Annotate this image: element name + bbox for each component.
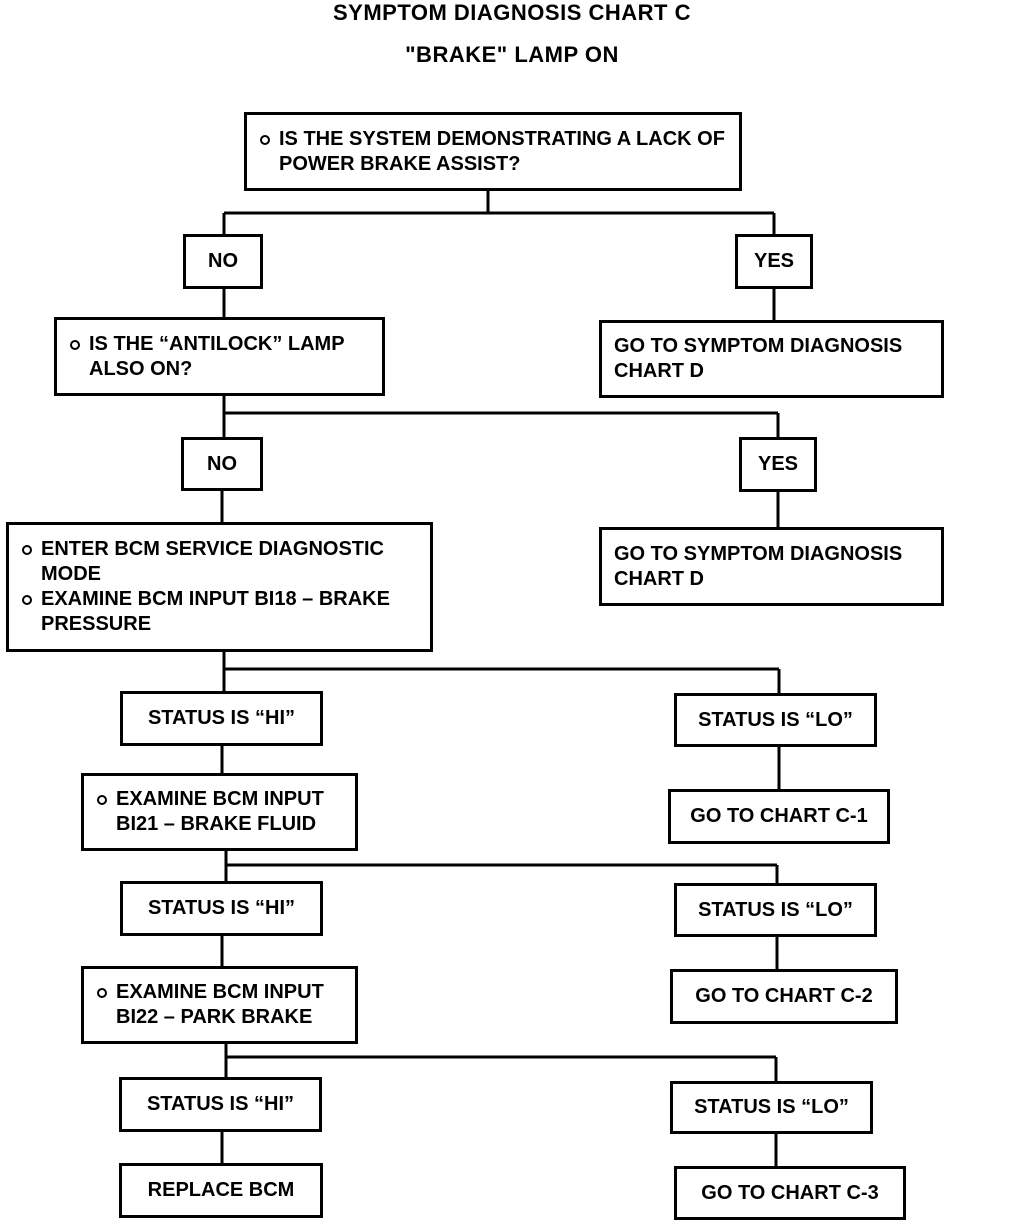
- goto-chart-c2-box: GO TO CHART C-2: [670, 969, 898, 1024]
- answer-yes-2: YES: [739, 437, 817, 492]
- status-hi-text-2: STATUS IS “HI”: [147, 897, 296, 919]
- status-lo-text-1: STATUS IS “LO”: [698, 708, 853, 731]
- status-hi-text-1: STATUS IS “HI”: [147, 707, 296, 729]
- status-lo-box-2: STATUS IS “LO”: [674, 883, 877, 937]
- step-enter-bcm-text: ENTER BCM SERVICE DIAGNOSTIC MODE: [41, 538, 384, 585]
- status-hi-box-1: STATUS IS “HI”: [120, 691, 323, 746]
- goto-chart-c1-box: GO TO CHART C-1: [668, 789, 890, 844]
- goto-chart-d-text-2: GO TO SYMPTOM DIAGNOSIS CHART D: [614, 542, 903, 590]
- question-power-brake-assist-text: IS THE SYSTEM DEMONSTRATING A LACK OF PO…: [279, 127, 725, 175]
- answer-yes-1-label: YES: [753, 250, 795, 272]
- goto-chart-d-box-2: GO TO SYMPTOM DIAGNOSIS CHART D: [599, 527, 944, 606]
- chart-title: SYMPTOM DIAGNOSIS CHART C: [332, 0, 691, 25]
- status-lo-text-2: STATUS IS “LO”: [698, 898, 853, 921]
- question-antilock-lamp-text: IS THE “ANTILOCK” LAMP ALSO ON?: [89, 332, 345, 380]
- step-examine-bi21-text: EXAMINE BCM INPUT BI21 – BRAKE FLUID: [116, 788, 324, 835]
- status-hi-box-2: STATUS IS “HI”: [120, 881, 323, 936]
- step-examine-bi18-text: EXAMINE BCM INPUT BI18 – BRAKE PRESSURE: [41, 588, 390, 635]
- answer-yes-2-label: YES: [757, 453, 799, 475]
- answer-yes-1: YES: [735, 234, 813, 289]
- replace-bcm-text: REPLACE BCM: [147, 1179, 295, 1201]
- bullet-icon: [22, 545, 32, 555]
- answer-no-1: NO: [183, 234, 263, 289]
- goto-chart-d-text-1: GO TO SYMPTOM DIAGNOSIS CHART D: [614, 335, 903, 382]
- bullet-icon: [97, 795, 107, 805]
- status-hi-box-3: STATUS IS “HI”: [119, 1077, 322, 1132]
- question-power-brake-assist: IS THE SYSTEM DEMONSTRATING A LACK OF PO…: [244, 112, 742, 191]
- bullet-icon: [22, 595, 32, 605]
- goto-chart-c2-text: GO TO CHART C-2: [695, 985, 873, 1007]
- goto-chart-c1-text: GO TO CHART C-1: [690, 805, 868, 827]
- goto-chart-d-box-1: GO TO SYMPTOM DIAGNOSIS CHART D: [599, 320, 944, 398]
- examine-bi22-box: EXAMINE BCM INPUT BI22 – PARK BRAKE: [81, 966, 358, 1044]
- status-lo-box-1: STATUS IS “LO”: [674, 693, 877, 747]
- chart-subtitle: "BRAKE" LAMP ON: [405, 42, 619, 67]
- status-lo-box-3: STATUS IS “LO”: [670, 1081, 873, 1134]
- status-hi-text-3: STATUS IS “HI”: [146, 1093, 295, 1115]
- status-lo-text-3: STATUS IS “LO”: [694, 1096, 849, 1118]
- answer-no-2-label: NO: [207, 452, 237, 475]
- bullet-icon: [260, 134, 270, 145]
- answer-no-1-label: NO: [208, 250, 238, 272]
- enter-bcm-diagnostic-box: ENTER BCM SERVICE DIAGNOSTIC MODE EXAMIN…: [6, 522, 433, 652]
- goto-chart-c3-box: GO TO CHART C-3: [674, 1166, 906, 1220]
- answer-no-2: NO: [181, 437, 263, 491]
- replace-bcm-box: REPLACE BCM: [119, 1163, 323, 1218]
- step-examine-bi22-text: EXAMINE BCM INPUT BI22 – PARK BRAKE: [116, 981, 324, 1028]
- goto-chart-c3-text: GO TO CHART C-3: [701, 1181, 879, 1204]
- bullet-icon: [70, 339, 80, 350]
- bullet-icon: [97, 988, 107, 998]
- question-antilock-lamp: IS THE “ANTILOCK” LAMP ALSO ON?: [54, 317, 385, 396]
- examine-bi21-box: EXAMINE BCM INPUT BI21 – BRAKE FLUID: [81, 773, 358, 851]
